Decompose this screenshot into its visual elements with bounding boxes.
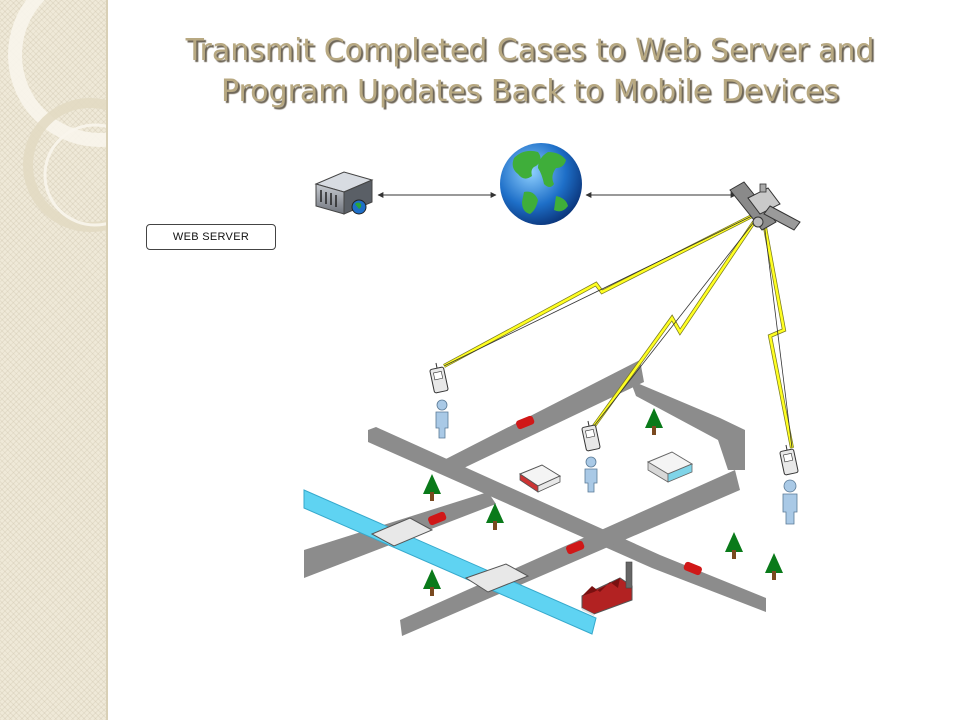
tree-icon bbox=[645, 408, 663, 435]
road-segment bbox=[440, 360, 644, 476]
person-icon bbox=[435, 399, 449, 439]
globe-icon bbox=[500, 143, 582, 225]
car-icon bbox=[566, 540, 585, 555]
satellite-icon bbox=[729, 181, 801, 231]
factory-icon bbox=[581, 561, 633, 616]
slide-title-line-1: Transmit Completed Cases to Web Server a… bbox=[185, 33, 875, 68]
bridge-icon bbox=[464, 563, 530, 593]
tree-icon bbox=[765, 553, 783, 580]
bridge-icon bbox=[370, 517, 434, 547]
person-icon bbox=[782, 479, 798, 525]
tree-icon bbox=[423, 569, 441, 596]
tree-icon bbox=[486, 503, 504, 530]
mobile-phone-icon bbox=[429, 362, 449, 394]
store-icon bbox=[518, 464, 562, 493]
mobile-phone-icon bbox=[779, 444, 799, 476]
wireless-link-left bbox=[443, 214, 753, 368]
slide-title-line-2: Program Updates Back to Mobile Devices bbox=[220, 74, 840, 109]
road-segment bbox=[630, 380, 745, 470]
wireless-link-center bbox=[592, 220, 756, 428]
car-icon bbox=[428, 511, 447, 526]
server-icon bbox=[314, 171, 374, 215]
tree-icon bbox=[423, 474, 441, 501]
web-server-label: WEB SERVER bbox=[146, 224, 276, 250]
decorative-sidebar bbox=[0, 0, 108, 720]
building-icon bbox=[646, 451, 694, 483]
slide-title: Transmit Completed Cases to Web Server a… bbox=[130, 30, 930, 112]
tree-icon bbox=[725, 532, 743, 559]
road-segment bbox=[368, 427, 766, 612]
person-icon bbox=[584, 456, 598, 493]
sidebar-circles bbox=[8, 0, 106, 232]
wireless-link-right bbox=[762, 221, 794, 449]
car-icon bbox=[516, 415, 535, 430]
mobile-phone-icon bbox=[581, 420, 601, 452]
car-icon bbox=[683, 561, 702, 576]
